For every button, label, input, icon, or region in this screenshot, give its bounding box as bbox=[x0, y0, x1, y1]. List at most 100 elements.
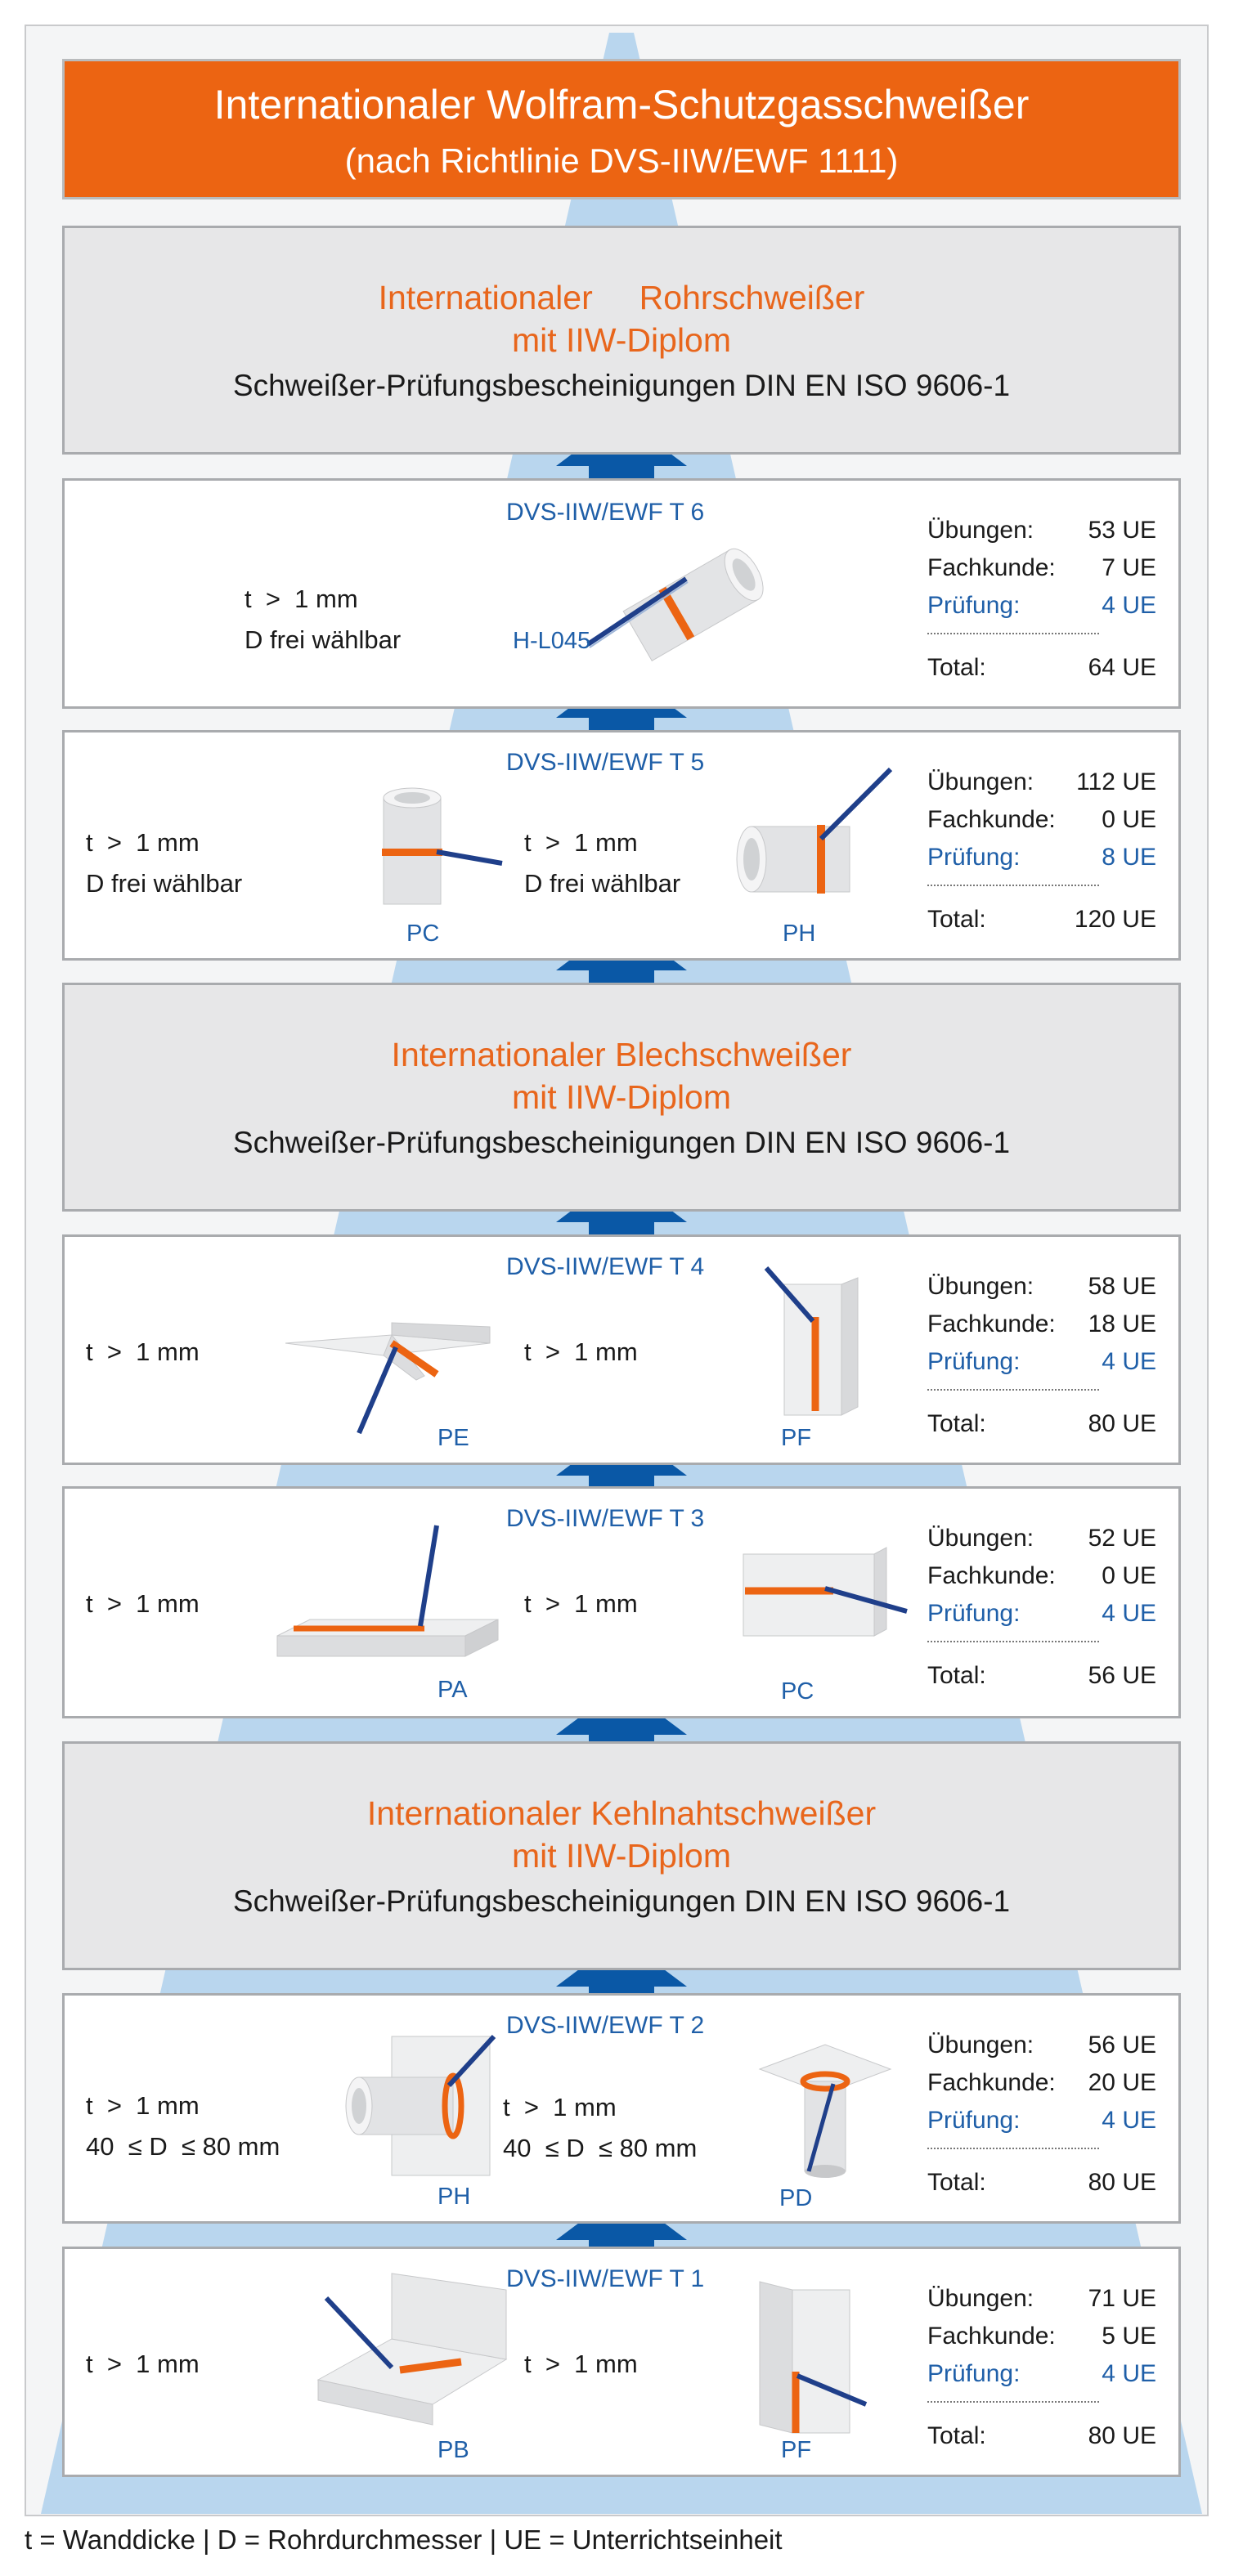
pipe-horizontal-ph-illustration bbox=[736, 767, 893, 894]
hours-table: Übungen:56 UE Fachkunde:20 UE Prüfung:4 … bbox=[927, 2027, 1156, 2202]
position-label: PC bbox=[406, 921, 440, 947]
exercises-value: 53 UE bbox=[1088, 517, 1156, 544]
divider bbox=[927, 1641, 1099, 1642]
exercises-value: 58 UE bbox=[1088, 1273, 1156, 1300]
divider bbox=[927, 885, 1099, 886]
position-label: PF bbox=[781, 2437, 812, 2463]
total-value: 120 UE bbox=[1074, 906, 1156, 933]
horizontal-butt-pc-illustration bbox=[743, 1547, 908, 1637]
exercises-value: 112 UE bbox=[1076, 768, 1156, 795]
theory-value: 0 UE bbox=[1102, 1562, 1156, 1589]
position-label: PH bbox=[783, 921, 816, 947]
level-name: DVS-IIW/EWF T 6 bbox=[506, 499, 705, 526]
thickness-requirement: t > 1 mm bbox=[86, 1589, 200, 1618]
thickness-requirement: t > 1 mm bbox=[86, 2350, 200, 2378]
level-t3: DVS-IIW/EWF T 3 t > 1 mm t > 1 mm PA PC … bbox=[62, 1486, 1181, 1718]
level-t6: DVS-IIW/EWF T 6 t > 1 mm D frei wählbar … bbox=[62, 478, 1181, 709]
theory-value: 18 UE bbox=[1088, 1310, 1156, 1337]
thickness-requirement: t > 1 mm D frei wählbar bbox=[524, 828, 681, 898]
thickness-requirement: t > 1 mm bbox=[86, 1337, 200, 1366]
level-t2: DVS-IIW/EWF T 2 t > 1 mm 40 ≤ D ≤ 80 mm … bbox=[62, 1993, 1181, 2224]
theory-value: 7 UE bbox=[1102, 554, 1156, 581]
qualification-title: Internationaler Blechschweißer bbox=[391, 1036, 852, 1073]
pipe-45-weld-illustration bbox=[586, 548, 764, 661]
qualification-certificate: Schweißer-Prüfungsbescheinigungen DIN EN… bbox=[232, 1884, 1011, 1918]
thickness-requirement: t > 1 mm D frei wählbar bbox=[86, 828, 243, 898]
qualification-title: Internationaler Kehlnahtschweißer bbox=[366, 1794, 877, 1832]
exercises-label: Übungen: bbox=[927, 2032, 1034, 2059]
exam-value: 4 UE bbox=[1102, 592, 1156, 619]
theory-label: Fachkunde: bbox=[927, 1562, 1056, 1589]
flat-butt-pa-illustration bbox=[276, 1525, 499, 1657]
position-label: PD bbox=[779, 2185, 813, 2211]
divider bbox=[927, 2401, 1099, 2403]
main-title-banner: Internationaler Wolfram-Schutzgasschweiß… bbox=[62, 59, 1181, 199]
total-value: 80 UE bbox=[1088, 2422, 1156, 2449]
theory-label: Fachkunde: bbox=[927, 1310, 1056, 1337]
exercises-label: Übungen: bbox=[927, 768, 1034, 795]
thickness-requirement: t > 1 mm bbox=[524, 1589, 638, 1618]
total-value: 64 UE bbox=[1088, 654, 1156, 681]
total-value: 80 UE bbox=[1088, 2169, 1156, 2196]
total-label: Total: bbox=[927, 906, 986, 933]
divider bbox=[927, 2148, 1099, 2149]
thickness-requirement: t > 1 mm D frei wählbar bbox=[245, 585, 402, 654]
level-t1: DVS-IIW/EWF T 1 t > 1 mm t > 1 mm PB PF … bbox=[62, 2247, 1181, 2477]
position-label: H-L045 bbox=[513, 628, 591, 654]
thickness-requirement: t > 1 mm 40 ≤ D ≤ 80 mm bbox=[86, 2091, 280, 2161]
horizontal-fillet-pb-illustration bbox=[316, 2273, 508, 2426]
exercises-label: Übungen: bbox=[927, 517, 1034, 544]
position-label: PA bbox=[438, 1677, 468, 1703]
level-name: DVS-IIW/EWF T 4 bbox=[506, 1253, 705, 1280]
level-name: DVS-IIW/EWF T 3 bbox=[506, 1505, 705, 1532]
qualification-pipe-welder: Internationaler Rohrschweißer mit IIW-Di… bbox=[62, 226, 1181, 455]
exercises-label: Übungen: bbox=[927, 2285, 1034, 2312]
theory-label: Fachkunde: bbox=[927, 806, 1056, 833]
level-t5: DVS-IIW/EWF T 5 t > 1 mm D frei wählbar … bbox=[62, 730, 1181, 961]
exam-label: Prüfung: bbox=[927, 844, 1021, 871]
pipe-to-plate-ph-illustration bbox=[345, 2034, 496, 2176]
legend-footer: t = Wanddicke | D = Rohrdurchmesser | UE… bbox=[25, 2524, 783, 2555]
exam-value: 4 UE bbox=[1102, 2107, 1156, 2134]
position-label: PF bbox=[781, 1425, 812, 1451]
hours-table: Übungen:53 UE Fachkunde:7 UE Prüfung:4 U… bbox=[927, 512, 1156, 687]
total-label: Total: bbox=[927, 654, 986, 681]
total-label: Total: bbox=[927, 2422, 986, 2449]
overhead-fillet-pe-illustration bbox=[285, 1322, 491, 1435]
qualification-diploma: mit IIW-Diplom bbox=[511, 1078, 732, 1116]
exercises-label: Übungen: bbox=[927, 1525, 1034, 1552]
qualification-fillet-welder: Internationaler Kehlnahtschweißer mit II… bbox=[62, 1741, 1181, 1970]
thickness-requirement: t > 1 mm 40 ≤ D ≤ 80 mm bbox=[503, 2093, 698, 2162]
thickness-requirement: t > 1 mm bbox=[524, 1337, 638, 1366]
hours-table: Übungen:58 UE Fachkunde:18 UE Prüfung:4 … bbox=[927, 1268, 1156, 1443]
exercises-value: 56 UE bbox=[1088, 2032, 1156, 2059]
exercises-value: 52 UE bbox=[1088, 1525, 1156, 1552]
exam-label: Prüfung: bbox=[927, 2107, 1021, 2134]
exercises-label: Übungen: bbox=[927, 1273, 1034, 1300]
pipe-vertical-pc-illustration bbox=[382, 787, 503, 905]
theory-value: 5 UE bbox=[1102, 2323, 1156, 2350]
theory-value: 20 UE bbox=[1088, 2069, 1156, 2096]
exam-value: 4 UE bbox=[1102, 1600, 1156, 1627]
hours-table: Übungen:52 UE Fachkunde:0 UE Prüfung:4 U… bbox=[927, 1520, 1156, 1695]
vertical-fillet-pf-illustration bbox=[759, 2281, 868, 2434]
position-label: PC bbox=[781, 1678, 814, 1705]
total-label: Total: bbox=[927, 1410, 986, 1437]
exam-label: Prüfung: bbox=[927, 2360, 1021, 2387]
level-name: DVS-IIW/EWF T 5 bbox=[506, 749, 705, 776]
main-title: Internationaler Wolfram-Schutzgasschweiß… bbox=[213, 82, 1030, 128]
divider bbox=[927, 633, 1099, 634]
qualification-diploma: mit IIW-Diplom bbox=[511, 321, 732, 359]
qualification-certificate: Schweißer-Prüfungsbescheinigungen DIN EN… bbox=[232, 369, 1011, 402]
exercises-value: 71 UE bbox=[1088, 2285, 1156, 2312]
exam-label: Prüfung: bbox=[927, 592, 1021, 619]
qualification-sheet-welder: Internationaler Blechschweißer mit IIW-D… bbox=[62, 983, 1181, 1212]
position-label: PH bbox=[438, 2184, 471, 2210]
level-name: DVS-IIW/EWF T 1 bbox=[506, 2265, 705, 2292]
qualification-certificate: Schweißer-Prüfungsbescheinigungen DIN EN… bbox=[232, 1126, 1011, 1159]
main-subtitle: (nach Richtlinie DVS-IIW/EWF 1111) bbox=[344, 141, 899, 180]
total-value: 80 UE bbox=[1088, 1410, 1156, 1437]
exam-label: Prüfung: bbox=[927, 1348, 1021, 1375]
hours-table: Übungen:112 UE Fachkunde:0 UE Prüfung:8 … bbox=[927, 764, 1156, 939]
total-label: Total: bbox=[927, 2169, 986, 2196]
